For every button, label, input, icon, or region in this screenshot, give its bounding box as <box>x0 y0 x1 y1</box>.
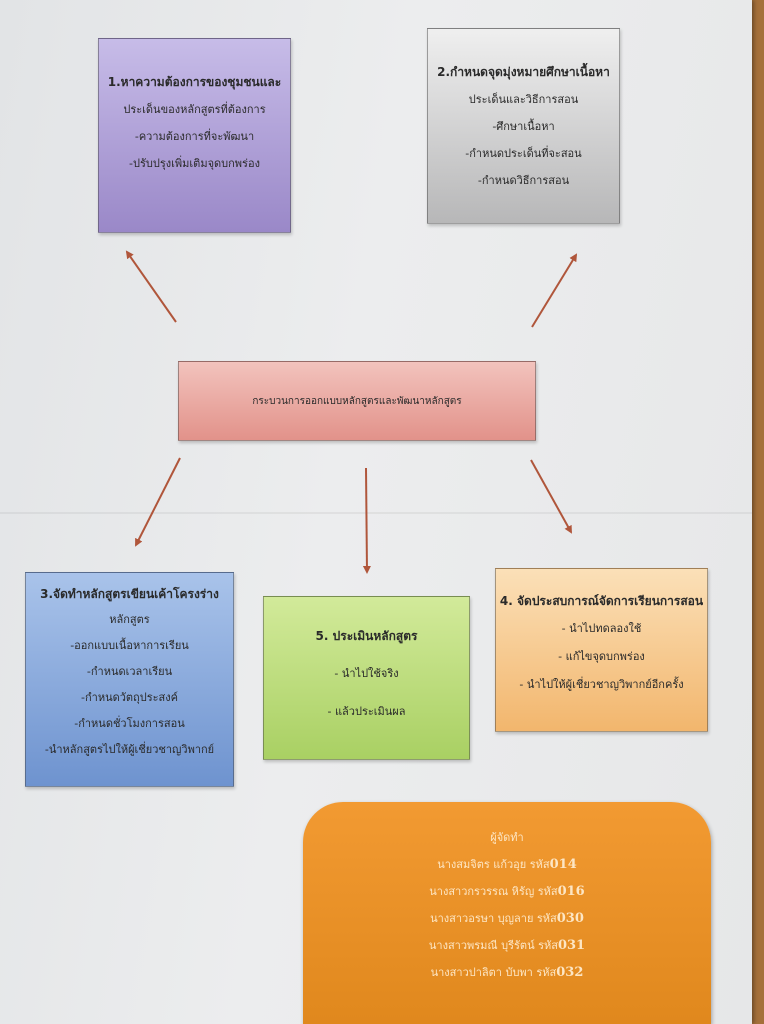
credits-member: นางสาวพรมณี บุรีรัตน์ รหัส031 <box>303 932 711 959</box>
step5-title: 5. ประเมินหลักสูตร <box>315 629 418 643</box>
step3-item: -กำหนดเวลาเรียน <box>86 665 173 678</box>
step3-box: 3.จัดทำหลักสูตรเขียนเค้าโครงร่าง หลักสูต… <box>25 572 234 787</box>
arrow-to-step2 <box>531 253 578 328</box>
arrow-to-step1 <box>125 250 177 323</box>
step2-title-line2: ประเด็นและวิธีการสอน <box>468 93 579 106</box>
center-process-label: กระบวนการออกแบบหลักสูตรและพัฒนาหลักสูตร <box>252 396 462 407</box>
paper-fold-line <box>0 512 752 514</box>
step4-box: 4. จัดประสบการณ์จัดการเรียนการสอน - นำไป… <box>495 568 708 732</box>
arrow-to-step3 <box>135 457 181 547</box>
step4-item: - นำไปให้ผู้เชี่ยวชาญวิพากย์อีกครั้ง <box>519 678 684 691</box>
step5-box: 5. ประเมินหลักสูตร - นำไปใช้จริง - แล้วป… <box>263 596 470 760</box>
member-code: 032 <box>556 965 584 980</box>
member-code: 030 <box>556 911 584 926</box>
step4-item: - นำไปทดลองใช้ <box>561 622 642 635</box>
step1-title: 1.หาความต้องการของชุมชนและ <box>107 75 282 89</box>
center-process-box: กระบวนการออกแบบหลักสูตรและพัฒนาหลักสูตร <box>178 361 536 441</box>
member-code: 014 <box>549 857 577 872</box>
step2-item: -กำหนดประเด็นที่จะสอน <box>465 147 582 160</box>
step5-item: - นำไปใช้จริง <box>334 667 399 680</box>
step1-box: 1.หาความต้องการของชุมชนและ ประเด็นของหลั… <box>98 38 291 233</box>
step3-item: -กำหนดชั่วโมงการสอน <box>74 717 185 730</box>
step3-item: -กำหนดวัตถุประสงค์ <box>81 691 178 704</box>
member-name: นางสาวกรวรรณ หิรัญ รหัส <box>429 885 558 898</box>
member-name: นางสมจิตร แก้วอุย รหัส <box>437 858 550 871</box>
credits-member: นางสาวอรษา บุญลาย รหัส030 <box>303 905 711 932</box>
step2-item: -กำหนดวิธีการสอน <box>477 174 570 187</box>
step4-item: - แก้ไขจุดบกพร่อง <box>558 650 645 663</box>
credits-member: นางสาวปาลิตา บับพา รหัส032 <box>303 959 711 986</box>
credits-member: นางสาวกรวรรณ หิรัญ รหัส016 <box>303 878 711 905</box>
credits-heading: ผู้จัดทำ <box>490 831 524 844</box>
member-name: นางสาวอรษา บุญลาย รหัส <box>430 912 557 925</box>
step5-item: - แล้วประเมินผล <box>327 705 406 718</box>
step3-item: -ออกแบบเนื้อหาการเรียน <box>70 639 189 652</box>
step1-title-line2: ประเด็นของหลักสูตรที่ต้องการ <box>123 103 266 116</box>
step1-item: -ปรับปรุงเพิ่มเติมจุดบกพร่อง <box>129 157 260 170</box>
member-name: นางสาวปาลิตา บับพา รหัส <box>430 966 557 979</box>
step3-title-line2: หลักสูตร <box>109 613 150 626</box>
step1-item: -ความต้องการที่จะพัฒนา <box>134 130 255 143</box>
member-code: 031 <box>557 938 586 953</box>
step2-title: 2.กำหนดจุดมุ่งหมายศึกษาเนื้อหา <box>437 65 610 79</box>
step3-title: 3.จัดทำหลักสูตรเขียนเค้าโครงร่าง <box>40 587 219 601</box>
step2-box: 2.กำหนดจุดมุ่งหมายศึกษาเนื้อหา ประเด็นแล… <box>427 28 620 224</box>
step4-title: 4. จัดประสบการณ์จัดการเรียนการสอน <box>499 594 704 608</box>
member-name: นางสาวพรมณี บุรีรัตน์ รหัส <box>428 939 558 952</box>
arrow-to-step4 <box>530 459 572 534</box>
credits-box: ผู้จัดทำ นางสมจิตร แก้วอุย รหัส014 นางสา… <box>303 802 711 1024</box>
step2-item: -ศึกษาเนื้อหา <box>492 120 555 133</box>
member-code: 016 <box>557 884 585 899</box>
arrow-to-step5 <box>362 467 371 574</box>
credits-member: นางสมจิตร แก้วอุย รหัส014 <box>303 851 711 878</box>
step3-item: -นำหลักสูตรไปให้ผู้เชี่ยวชาญวิพากย์ <box>44 743 215 756</box>
